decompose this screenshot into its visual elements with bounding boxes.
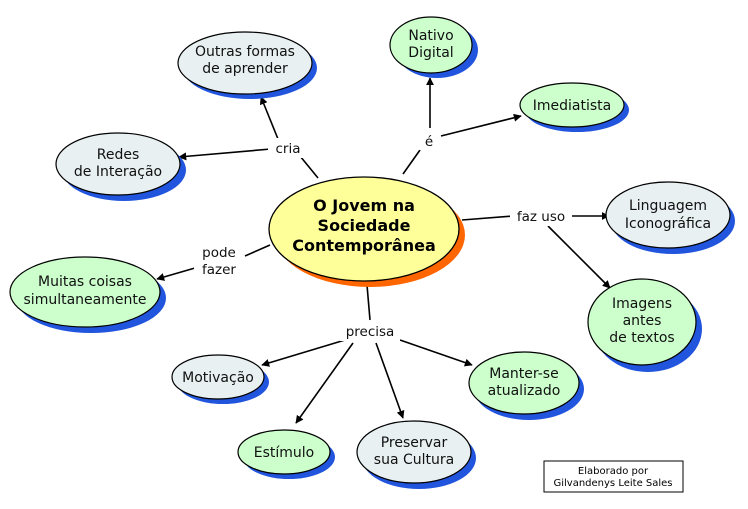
node-preservar: Preservar sua Cultura	[356, 420, 476, 489]
node-label-line2: Iconográfica	[625, 216, 711, 232]
link-labels: cria é faz uso pode fazer precisa	[194, 128, 572, 341]
node-ellipse	[389, 16, 473, 74]
link-label-cria: cria	[276, 141, 301, 157]
edge-center-to-pode-fazer	[244, 244, 271, 257]
edge-precisa-to-preservar	[375, 342, 405, 419]
node-ellipse	[519, 82, 625, 128]
credit-line1: Elaborado por	[578, 466, 649, 477]
node-label-line1: Redes	[97, 147, 140, 163]
edge-precisa-to-manter	[399, 339, 473, 367]
link-label-pode-fazer-line1: pode	[202, 245, 236, 261]
node-manter: Manter-se atualizado	[468, 351, 584, 420]
node-ellipse	[605, 181, 731, 249]
node-outras-formas: Outras formas de aprender	[177, 31, 317, 99]
node-ellipse	[171, 354, 265, 400]
center-node: O Jovem na Sociedade Contemporânea	[268, 176, 465, 287]
node-label-line1: Outras formas	[195, 44, 295, 60]
node-label-line1: Manter-se	[489, 366, 558, 382]
node-label-line2: antes	[623, 313, 662, 329]
edge-center-to-faz-uso	[461, 215, 514, 221]
node-linguagem: Linguagem Iconográfica	[605, 181, 735, 254]
node-ellipse	[468, 351, 580, 415]
node-label-line3: de textos	[609, 330, 674, 346]
link-label-faz-uso: faz uso	[517, 209, 565, 225]
edge-cria-to-redes	[178, 148, 272, 161]
node-label-line1: Linguagem	[629, 198, 707, 214]
node-label-line1: Muitas coisas	[38, 274, 132, 290]
center-node-line3: Contemporânea	[292, 236, 435, 255]
center-node-ellipse	[268, 176, 460, 282]
node-ellipse	[356, 420, 472, 484]
edge-pode-fazer-to-muitas	[156, 267, 196, 281]
node-label-line1: Imediatista	[533, 98, 611, 114]
node-motivacao: Motivação	[171, 354, 269, 404]
credit-box-border	[543, 460, 684, 493]
credit-line2: Gilvandenys Leite Sales	[553, 478, 672, 489]
edges	[156, 77, 611, 424]
node-label-line2: sua Cultura	[374, 452, 454, 468]
node-label-line2: Digital	[408, 45, 453, 61]
node-label-line2: de Interação	[74, 164, 162, 180]
edge-center-to-cria	[299, 155, 319, 179]
node-ellipse	[177, 31, 313, 95]
edge-center-to-precisa	[366, 284, 371, 321]
node-label-line1: Motivação	[182, 370, 254, 386]
node-ellipse	[237, 429, 331, 475]
edge-faz-uso-to-imagens	[547, 225, 611, 289]
node-estimulo: Estímulo	[237, 429, 335, 479]
node-redes: Redes de Interação	[55, 132, 186, 201]
node-ellipse	[587, 278, 697, 366]
node-label-line2: atualizado	[488, 383, 561, 399]
node-ellipse	[9, 256, 161, 328]
node-label-line1: Estímulo	[254, 445, 314, 461]
node-label-line1: Imagens	[612, 296, 672, 312]
node-nativo-digital: Nativo Digital	[389, 16, 478, 78]
edge-center-to-e	[402, 149, 421, 175]
edge-precisa-to-motivacao	[261, 339, 346, 367]
edge-precisa-to-estimulo	[295, 342, 354, 424]
link-label-pode-fazer-line2: fazer	[202, 262, 236, 278]
link-label-e: é	[425, 134, 433, 150]
node-label-line1: Preservar	[381, 435, 448, 451]
edge-cria-to-outras-formas	[259, 96, 279, 140]
node-imagens: Imagens antes de textos	[587, 278, 702, 372]
center-node-line1: O Jovem na	[313, 196, 415, 215]
node-label-line1: Nativo	[408, 28, 453, 44]
node-imediatista: Imediatista	[519, 82, 629, 132]
credit-box: Elaborado por Gilvandenys Leite Sales	[543, 460, 684, 493]
node-muitas-coisas: Muitas coisas simultaneamente	[9, 256, 166, 333]
node-ellipse	[55, 132, 181, 196]
edge-e-to-imediatista	[440, 113, 522, 137]
node-label-line2: simultaneamente	[24, 292, 147, 308]
center-node-line2: Sociedade	[318, 216, 411, 235]
node-label-line2: de aprender	[202, 61, 288, 77]
link-label-precisa: precisa	[346, 324, 395, 340]
